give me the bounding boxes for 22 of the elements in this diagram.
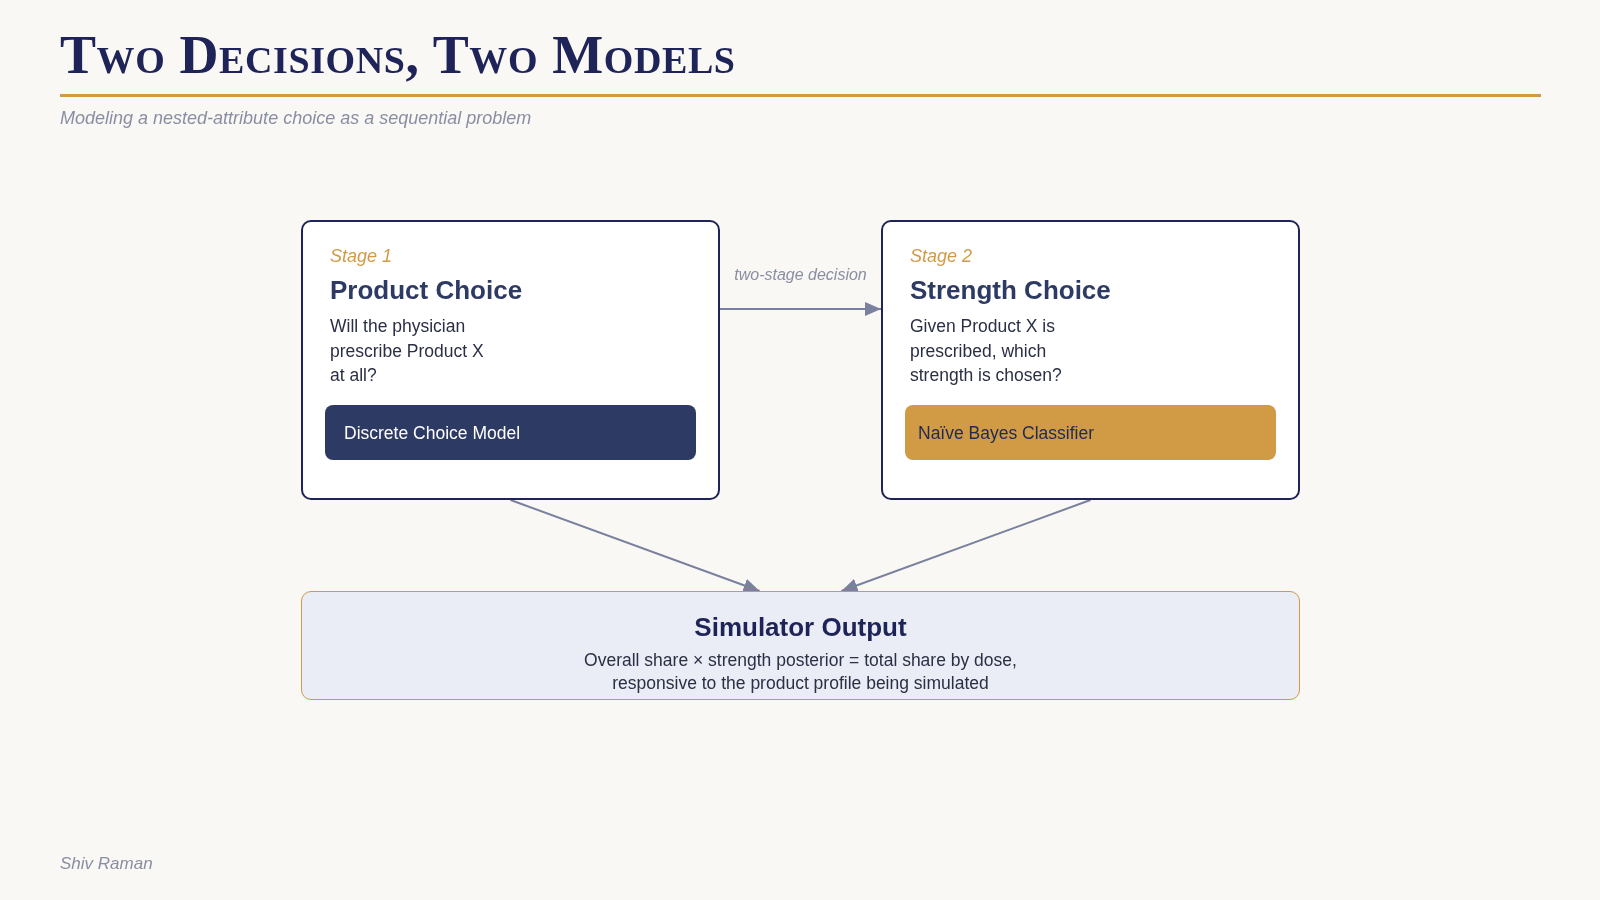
stage-label: Stage 1	[330, 245, 393, 268]
card-description: Given Product X is prescribed, which strength is chosen?	[910, 315, 1063, 387]
arrow	[509, 499, 761, 593]
output-heading: Simulator Output	[693, 611, 908, 643]
model-name: Discrete Choice Model	[344, 421, 521, 444]
card-description: Will the physician prescribe Product X at all?	[330, 315, 485, 387]
output-panel	[301, 591, 1300, 700]
model-name: Naïve Bayes Classifier	[918, 421, 1095, 444]
stage-label: Stage 2	[910, 245, 973, 268]
model-panel	[905, 405, 1276, 460]
arrow	[840, 499, 1092, 593]
footer-credit: Shiv Raman	[60, 854, 153, 874]
edge-label: two-stage decision	[732, 266, 869, 285]
card-heading: Product Choice	[330, 274, 523, 306]
model-panel	[325, 405, 696, 460]
stage-card	[301, 220, 720, 500]
diagram-title: Two Decisions, Two Models	[60, 24, 736, 86]
subtitle: Modeling a nested-attribute choice as a sequential problem	[60, 108, 532, 129]
output-description: Overall share × strength posterior = total share by dose, responsive to the product profile being simulated	[583, 649, 1018, 695]
card-heading: Strength Choice	[910, 274, 1111, 306]
arrow	[719, 302, 882, 317]
stage-card	[881, 220, 1300, 500]
